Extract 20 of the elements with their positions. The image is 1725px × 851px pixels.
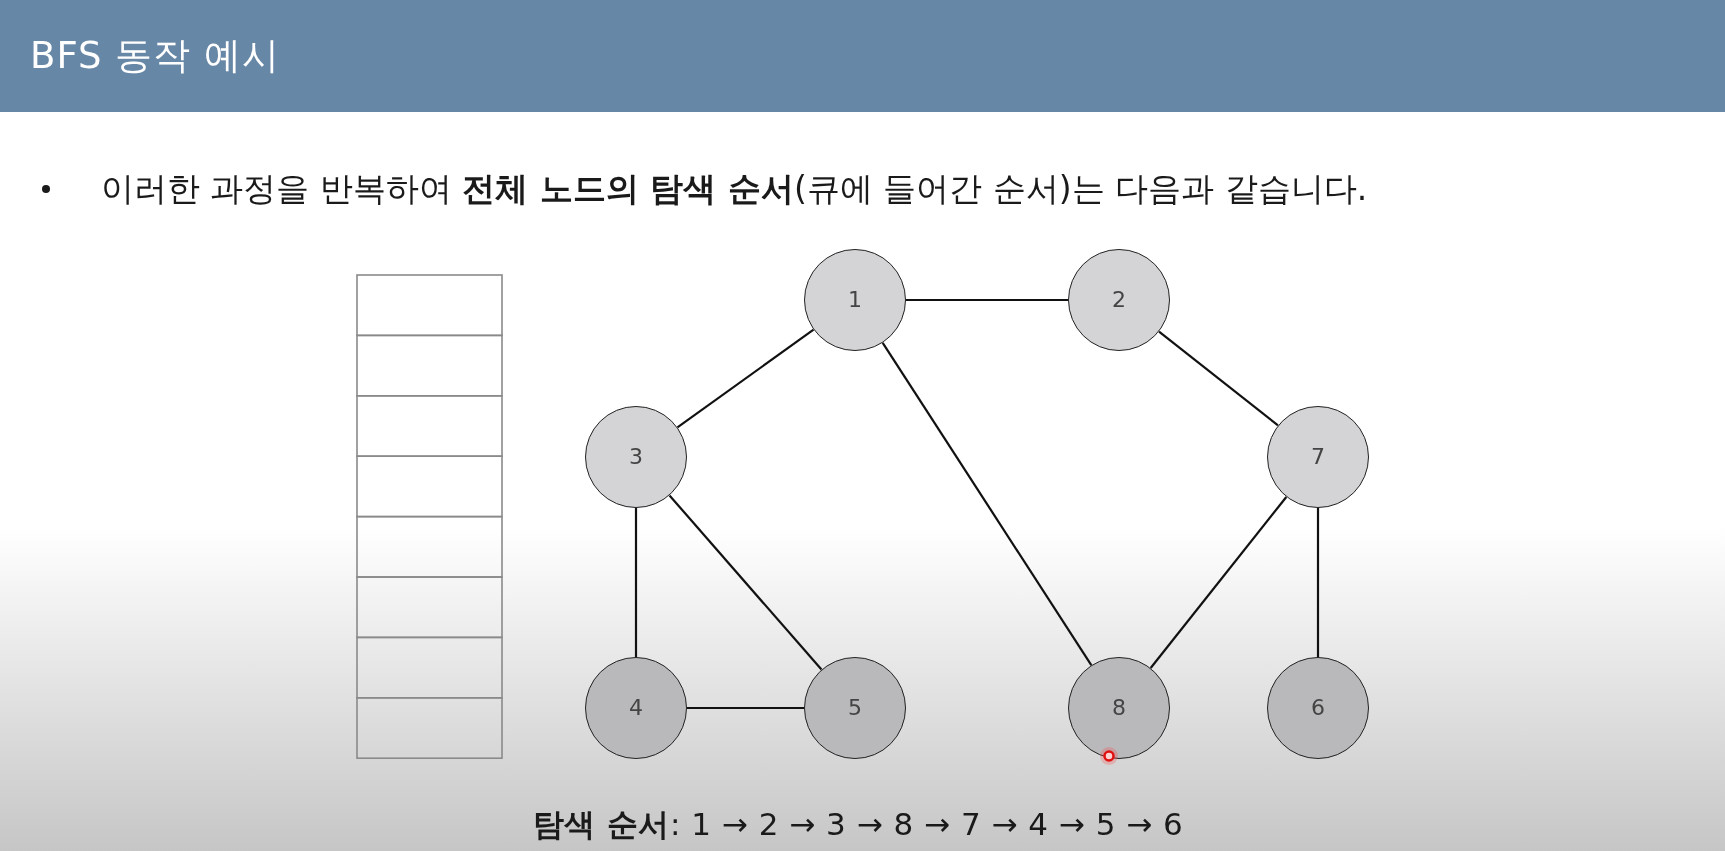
graph-edge	[676, 328, 815, 429]
node-label: 2	[1112, 287, 1126, 313]
graph-edge	[634, 508, 638, 657]
graph-edge	[1149, 496, 1288, 669]
slide-title: BFS 동작 예시	[30, 35, 281, 77]
node-label: 1	[848, 287, 862, 313]
node-label: 3	[629, 444, 643, 470]
node-label: 8	[1112, 695, 1126, 721]
node-label: 4	[629, 695, 643, 721]
node-label: 7	[1311, 444, 1325, 470]
graph-edge	[1316, 508, 1320, 657]
bullet-text: 이러한 과정을 반복하여 전체 노드의 탐색 순서(큐에 들어간 순서)는 다음과 같습니다.	[101, 169, 1368, 209]
node-label: 5	[848, 695, 862, 721]
graph-edge	[668, 494, 823, 671]
graph-edge	[881, 342, 1093, 666]
graph-edge	[906, 298, 1068, 302]
graph-edge	[687, 706, 804, 710]
graph-edge	[1158, 330, 1279, 427]
node-label: 6	[1311, 695, 1325, 721]
search-order-text: 탐색 순서: 1 → 2 → 3 → 8 → 7 → 4 → 5 → 6	[532, 806, 1184, 844]
